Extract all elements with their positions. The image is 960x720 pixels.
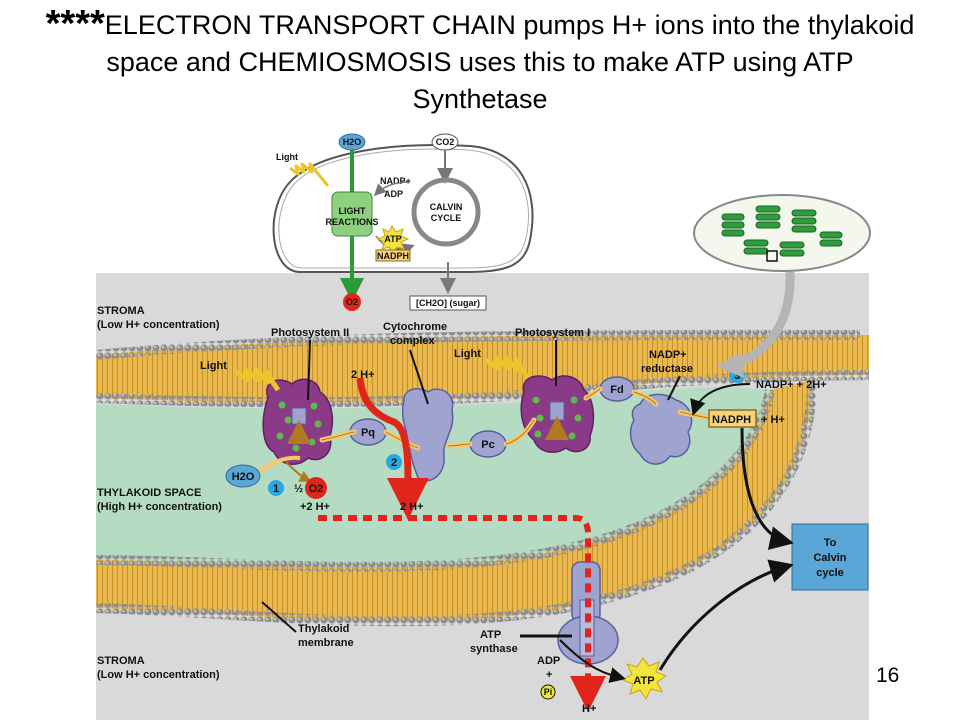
to-calvin-line1: To xyxy=(824,537,837,549)
chloroplast-grana xyxy=(721,205,843,257)
step-3-label: 3 xyxy=(734,370,740,382)
plus-h-label: + H+ xyxy=(761,414,785,426)
o2-main-label: O2 xyxy=(309,483,324,495)
proton-arrow-cytochrome xyxy=(356,377,412,501)
pointer-membrane xyxy=(261,601,297,633)
pointer-cytochrome xyxy=(409,349,429,405)
to-calvin-box xyxy=(791,523,869,591)
o2-main-bubble xyxy=(305,477,327,499)
overview-light-reactions-1: LIGHT xyxy=(339,206,366,216)
adp-label: ADP xyxy=(537,655,560,667)
overview-nadp-label: NADP+ xyxy=(380,176,411,186)
to-calvin-line3: cycle xyxy=(816,567,844,579)
overview-adp-label: ADP xyxy=(384,189,403,199)
cytochrome-label-1: Cytochrome xyxy=(383,321,447,333)
to-calvin-line2: Calvin xyxy=(813,552,846,564)
overview-light-label: Light xyxy=(276,152,298,162)
overview-light-reactions-2: REACTIONS xyxy=(325,217,378,227)
light-zigzag-ps2 xyxy=(234,367,281,392)
thylakoid-membrane-label-1: Thylakoid xyxy=(298,623,349,635)
page-number: 16 xyxy=(876,664,900,687)
overview-o2-label: O2 xyxy=(346,297,358,307)
pq-label: Pq xyxy=(361,427,375,439)
pc-label: Pc xyxy=(481,439,494,451)
nadp-reductase-label-1: NADP+ xyxy=(649,349,687,361)
photosystem-i xyxy=(520,375,595,453)
step-1-label: 1 xyxy=(273,483,279,495)
photosystem-i-label: Photosystem I xyxy=(515,327,590,339)
h2o-main-bubble xyxy=(225,464,261,488)
atp-main-label: ATP xyxy=(633,675,654,687)
overview-nadph-label: NADPH xyxy=(377,251,409,261)
step-1-marker xyxy=(268,480,284,496)
fd-label: Fd xyxy=(610,384,623,396)
nadp-reductase-label-2: reductase xyxy=(641,363,693,375)
pointer-reductase xyxy=(667,375,681,401)
overview-light-zigzag xyxy=(289,162,330,187)
cytochrome-complex xyxy=(401,387,454,482)
stroma-top-title: STROMA xyxy=(97,305,145,317)
atp-synthase-label-2: synthase xyxy=(470,643,518,655)
thylakoid-space-sub: (High H+ concentration) xyxy=(97,501,222,513)
adp-to-atp-arrow xyxy=(559,639,626,683)
slide-title: ****ELECTRON TRANSPORT CHAIN pumps H+ io… xyxy=(40,3,920,118)
stroma-top-sub: (Low H+ concentration) xyxy=(97,319,220,331)
light-label-ps1: Light xyxy=(454,348,481,360)
stroma-bottom-title: STROMA xyxy=(97,655,145,667)
adp-plus-label: + xyxy=(546,669,552,681)
overview-nadph-box xyxy=(375,249,411,262)
overview-calvin-2: CYCLE xyxy=(431,213,462,223)
light-label-ps2: Light xyxy=(200,360,227,372)
overview-calvin-cycle xyxy=(411,177,481,247)
step-2-label: 2 xyxy=(391,457,397,469)
water-split-arrow xyxy=(256,455,301,474)
cytochrome-label-2: complex xyxy=(390,335,436,347)
overview-h2o-bubble xyxy=(338,133,366,151)
step-2-marker xyxy=(386,454,402,470)
pointer-ps2 xyxy=(307,339,311,401)
nadph-box xyxy=(708,409,757,428)
two-h-bottom-label: 2 H+ xyxy=(400,501,424,513)
h-bottom-label: H+ xyxy=(582,703,596,715)
overview-calvin-1: CALVIN xyxy=(430,202,463,212)
title-stars: **** xyxy=(45,3,105,45)
overview-light-reactions xyxy=(331,191,373,237)
atp-burst xyxy=(621,657,668,700)
stroma-bottom-sub: (Low H+ concentration) xyxy=(97,669,220,681)
overview-co2-label: CO2 xyxy=(436,137,455,147)
nadp-reductase-protein xyxy=(629,393,693,465)
proton-gradient-path xyxy=(318,515,591,690)
zoom-arrow-head xyxy=(716,352,744,378)
title-text: ELECTRON TRANSPORT CHAIN pumps H+ ions i… xyxy=(104,10,915,114)
two-h-top-label: 2 H+ xyxy=(351,369,375,381)
thylakoid-space-title: THYLAKOID SPACE xyxy=(97,487,201,499)
overview-atp-label: ATP xyxy=(384,234,401,244)
half-label: ½ xyxy=(294,483,303,495)
nadph-to-calvin-arrow xyxy=(740,427,794,550)
light-zigzag-ps1 xyxy=(484,355,531,380)
zoom-arrow xyxy=(733,271,795,369)
photosystem-ii-label: Photosystem II xyxy=(271,327,349,339)
overview-o2-bubble xyxy=(343,293,361,311)
overview-sugar-label: [CH2O] (sugar) xyxy=(416,298,480,308)
pi-circle xyxy=(540,684,556,700)
thylakoid-membrane-label-2: membrane xyxy=(298,637,354,649)
h2o-main-label: H2O xyxy=(232,471,255,483)
pi-label: Pi xyxy=(544,687,553,697)
chloroplast-zoom-box xyxy=(766,250,778,262)
overview-h2o-label: H2O xyxy=(343,137,362,147)
atp-synthase-label-1: ATP xyxy=(480,629,501,641)
overview-cell-outline xyxy=(272,144,534,273)
nadp-2h-label: NADP+ + 2H+ xyxy=(756,379,827,391)
atp-to-calvin-arrow xyxy=(658,559,794,671)
plus-2h-label: +2 H+ xyxy=(300,501,330,513)
nadp-to-nadph-arrow xyxy=(690,383,751,416)
chloroplast xyxy=(693,194,871,272)
nadph-label: NADPH xyxy=(712,414,751,426)
overview-sugar-box xyxy=(409,295,487,311)
